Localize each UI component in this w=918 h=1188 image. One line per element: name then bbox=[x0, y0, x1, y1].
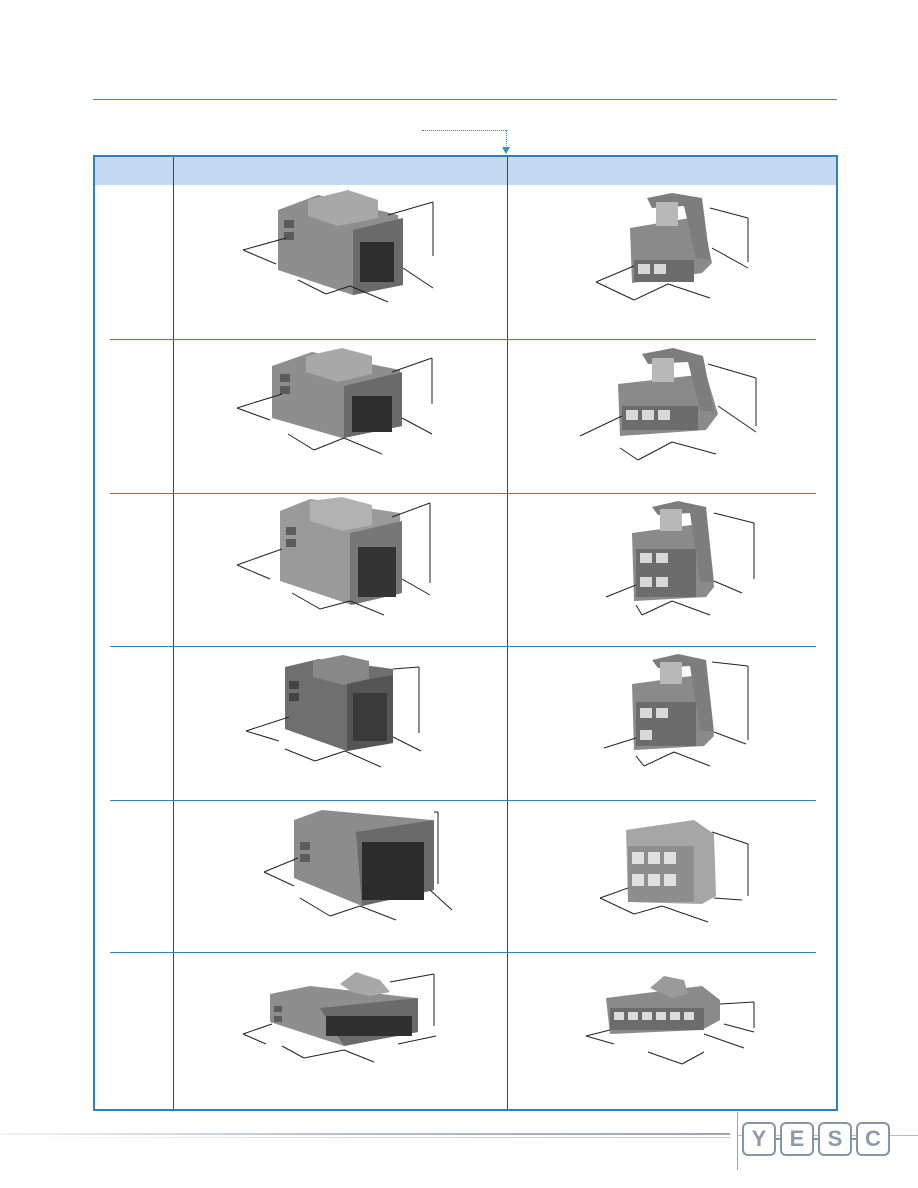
pointer-line-vertical bbox=[506, 130, 507, 148]
row-divider bbox=[110, 493, 816, 494]
female-connector-image bbox=[602, 497, 762, 622]
column-divider bbox=[173, 157, 174, 1109]
logo-separator bbox=[814, 1138, 818, 1140]
footer-divider bbox=[737, 1112, 738, 1170]
connector-table bbox=[93, 155, 838, 1111]
yesc-logo: Y E S C bbox=[742, 1122, 890, 1156]
table-header bbox=[95, 157, 836, 185]
logo-letter: E bbox=[780, 1122, 814, 1156]
logo-letter: S bbox=[818, 1122, 852, 1156]
column-divider bbox=[507, 157, 508, 1109]
row-divider bbox=[110, 800, 816, 801]
footer-rule bbox=[0, 1137, 730, 1138]
row-divider bbox=[110, 646, 816, 647]
male-connector-image bbox=[238, 190, 438, 310]
top-rule bbox=[93, 99, 837, 100]
female-connector-image bbox=[578, 344, 763, 466]
female-connector-image bbox=[600, 652, 760, 772]
logo-separator bbox=[776, 1138, 780, 1140]
male-connector-image bbox=[232, 497, 437, 622]
logo-separator bbox=[852, 1138, 856, 1140]
footer-rule bbox=[0, 1133, 730, 1135]
row-divider bbox=[110, 339, 816, 340]
male-connector-image bbox=[232, 346, 438, 461]
row-divider bbox=[110, 952, 816, 953]
pointer-line bbox=[422, 130, 506, 131]
female-connector-image bbox=[598, 808, 756, 928]
logo-letter: C bbox=[856, 1122, 890, 1156]
pointer-arrow-icon bbox=[502, 147, 510, 154]
male-connector-image bbox=[262, 806, 457, 926]
female-connector-image bbox=[584, 964, 764, 1068]
female-connector-image bbox=[592, 188, 757, 308]
logo-letter: Y bbox=[742, 1122, 776, 1156]
male-connector-image bbox=[243, 653, 433, 771]
male-connector-image bbox=[240, 966, 442, 1072]
